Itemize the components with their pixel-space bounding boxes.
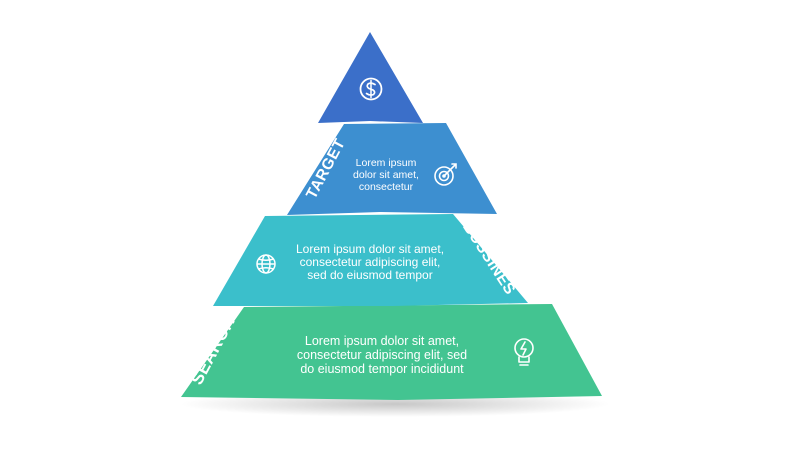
- tier-target-text-line-1: Lorem ipsum: [356, 157, 417, 169]
- lightbulb-icon: [514, 338, 534, 366]
- globe-icon: [256, 254, 276, 274]
- tier-search-shape: [181, 304, 602, 400]
- target-icon: [434, 163, 457, 186]
- tier-search-text-line-3: do eiusmod tempor incididunt: [300, 362, 464, 376]
- tier-top: [318, 32, 423, 123]
- tier-business-shape: [213, 214, 528, 306]
- tier-search-text-line-2: consectetur adipiscing elit, sed: [297, 348, 467, 362]
- tier-top-shape: [318, 32, 423, 123]
- tier-search: SEARCH Lorem ipsum dolor sit amet, conse…: [181, 304, 602, 400]
- tier-business-text-line-1: Lorem ipsum dolor sit amet,: [296, 242, 444, 256]
- tier-target-shape: [287, 123, 497, 215]
- tier-business-text-line-2: consectetur adipiscing elit,: [300, 255, 441, 269]
- tier-search-text-line-1: Lorem ipsum dolor sit amet,: [305, 334, 459, 348]
- tier-target: TARGET Lorem ipsum dolor sit amet, conse…: [287, 123, 497, 215]
- tier-target-text-line-3: consectetur: [359, 181, 414, 193]
- tier-business: BUSSINES Lorem ipsum dolor sit amet, con…: [213, 214, 528, 306]
- tier-target-text-line-2: dolor sit amet,: [353, 169, 419, 181]
- tier-business-text-line-3: sed do eiusmod tempor: [307, 268, 432, 282]
- dollar-icon: [359, 77, 383, 101]
